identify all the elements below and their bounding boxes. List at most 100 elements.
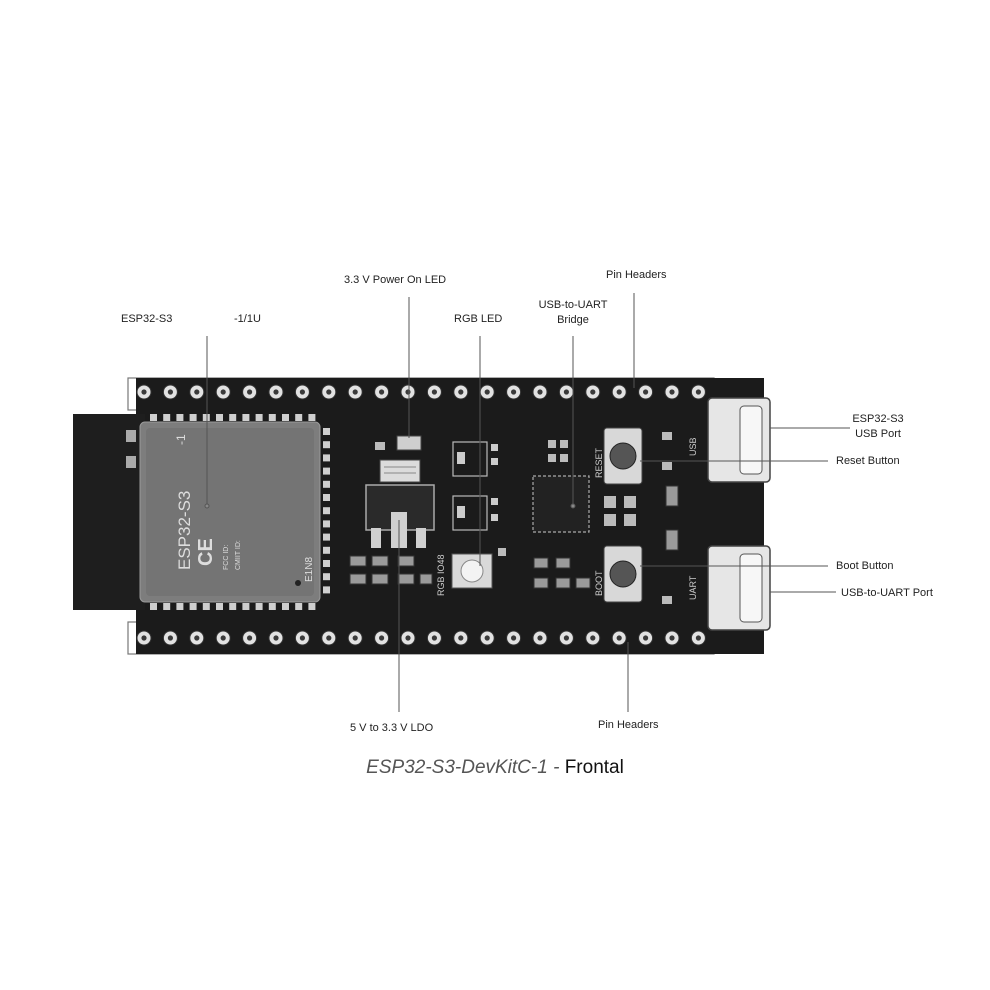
module-pad	[229, 414, 237, 421]
header-pin-hole	[616, 389, 622, 395]
module-pad	[323, 428, 330, 435]
module-pad	[282, 603, 289, 610]
ldo-leg	[416, 528, 426, 548]
smd-resistor	[419, 573, 433, 585]
rgb-silkscreen-text: RGB IO48	[436, 554, 446, 596]
smd-resistor	[397, 555, 415, 567]
header-pin-hole	[484, 389, 490, 395]
module-pad	[323, 480, 330, 488]
header-pin-hole	[458, 635, 464, 641]
ldo-leg	[371, 528, 381, 548]
header-pin-hole	[379, 635, 385, 641]
module-pad	[189, 414, 197, 421]
header-pin-hole	[643, 635, 649, 641]
caption-board-name: ESP32-S3-DevKitC-1 -	[366, 757, 560, 778]
header-pin-hole	[537, 389, 543, 395]
smd-diode	[665, 529, 679, 551]
header-pin-hole	[669, 635, 675, 641]
uart-silkscreen-text: UART	[688, 575, 698, 600]
header-pin-hole	[247, 635, 253, 641]
module-pad	[323, 560, 330, 567]
smd-pad	[560, 454, 568, 462]
module-pad	[295, 603, 303, 610]
callout-esp32-dot	[204, 503, 210, 509]
smd-pad	[498, 548, 506, 556]
module-pad	[255, 603, 263, 610]
module-model-text: E1N8	[304, 557, 315, 582]
figure-caption: ESP32-S3-DevKitC-1 - Frontal	[0, 757, 990, 779]
smd-resistor	[349, 573, 367, 585]
smd-resistor	[533, 557, 549, 569]
label-usb-uart-bridge-2: Bridge	[557, 314, 589, 326]
smd-diode	[665, 485, 679, 507]
antenna-marker	[126, 456, 136, 468]
module-pad	[176, 603, 184, 610]
header-pin-hole	[299, 635, 305, 641]
header-pin-hole	[695, 635, 702, 641]
module-pad	[323, 441, 330, 449]
header-pin-hole	[220, 389, 226, 395]
module-name-text: ESP32-S3	[175, 491, 194, 570]
antenna-marker	[126, 430, 136, 442]
power-led	[396, 435, 422, 451]
module-pad	[163, 414, 171, 421]
header-pin-hole	[431, 389, 437, 395]
smd-pad	[457, 452, 465, 464]
smd-pad	[604, 514, 616, 526]
label-variant: -1/1U	[234, 313, 261, 325]
label-esp32-s3: ESP32-S3	[121, 313, 173, 325]
header-pin-hole	[326, 635, 332, 641]
module-castellated-pads	[150, 414, 330, 610]
module-pad	[163, 603, 171, 610]
label-rgb-led: RGB LED	[454, 313, 503, 325]
module-pad	[323, 507, 330, 515]
smd-pad	[491, 444, 498, 451]
module-pad	[176, 414, 184, 421]
usb-port-opening	[739, 553, 763, 623]
smd-pad	[662, 432, 672, 440]
smd-resistor	[575, 577, 591, 589]
smd-pad	[548, 440, 556, 448]
module-pad	[308, 603, 316, 610]
header-pin-hole	[352, 635, 358, 641]
header-pin-hole	[326, 389, 332, 395]
header-pin-hole	[405, 389, 411, 395]
label-pin-headers-bottom: Pin Headers	[598, 719, 659, 731]
header-pin-hole	[167, 389, 173, 395]
module-pad	[255, 414, 263, 421]
module-pad	[323, 520, 330, 528]
module-pad	[295, 414, 303, 421]
label-ldo: 5 V to 3.3 V LDO	[350, 722, 434, 734]
header-pin-hole	[695, 389, 702, 395]
module-pad	[189, 603, 197, 610]
module-pad	[216, 414, 223, 421]
label-reset-button: Reset Button	[836, 455, 900, 467]
smd-pad	[548, 454, 556, 462]
label-power-led: 3.3 V Power On LED	[344, 274, 447, 286]
module-pin1-dot	[295, 580, 301, 586]
reset-button-cap	[609, 442, 637, 470]
header-pin-hole	[563, 389, 570, 395]
module-pad	[308, 414, 316, 421]
header-pin-hole	[220, 635, 226, 641]
usb-port-opening	[739, 405, 763, 475]
module-pad	[216, 603, 223, 610]
header-pin-hole	[273, 635, 279, 641]
ce-mark: CE	[195, 538, 217, 566]
header-pin-hole	[141, 635, 147, 641]
header-pin-hole	[563, 635, 570, 641]
header-pin-hole	[643, 389, 649, 395]
smd-pad	[375, 442, 385, 450]
header-pin-hole	[299, 389, 305, 395]
rgb-chip-outline	[452, 441, 488, 477]
smd-resistor	[555, 577, 571, 589]
module-pad	[323, 586, 330, 594]
header-pin-hole	[352, 389, 358, 395]
label-uart-port: USB-to-UART Port	[841, 587, 933, 599]
callout-bridge-dot	[570, 503, 576, 509]
module-pad	[202, 414, 210, 421]
header-pin-hole	[273, 389, 279, 395]
label-usb-uart-bridge-1: USB-to-UART	[538, 299, 608, 311]
